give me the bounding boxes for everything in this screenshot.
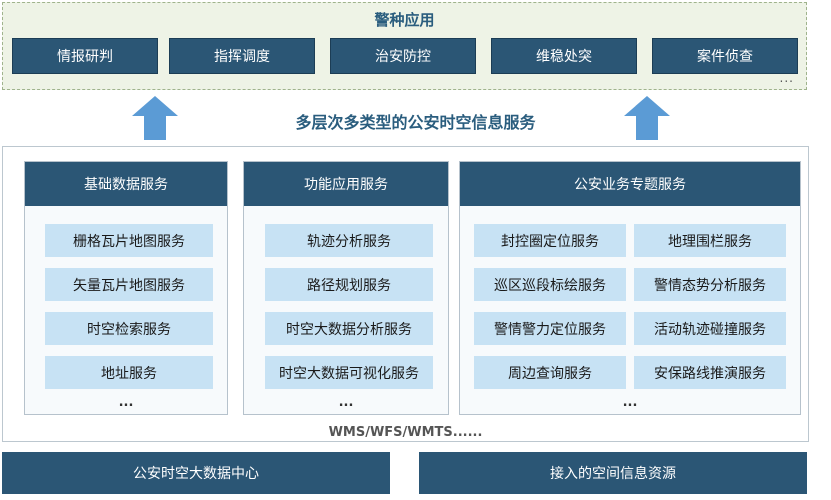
up-arrow-icon-right: [624, 96, 670, 140]
service-patrol-zone-plotting[interactable]: 巡区巡段标绘服务: [474, 268, 626, 301]
police-applications-panel: 警种应用 情报研判 指挥调度 治安防控 维稳处突 案件侦查 ...: [2, 2, 807, 90]
service-trajectory-collision[interactable]: 活动轨迹碰撞服务: [634, 312, 786, 345]
service-control-circle-location[interactable]: 封控圈定位服务: [474, 224, 626, 257]
police-services-more: ...: [622, 395, 638, 410]
functional-services-more: ...: [338, 395, 354, 410]
service-trajectory-analysis[interactable]: 轨迹分析服务: [265, 224, 433, 257]
app-intelligence-analysis[interactable]: 情报研判: [12, 38, 158, 74]
police-thematic-services-column: 公安业务专题服务 封控圈定位服务 巡区巡段标绘服务 警情警力定位服务 周边查询服…: [459, 161, 801, 415]
app-case-investigation[interactable]: 案件侦查: [652, 38, 798, 74]
service-situation-analysis[interactable]: 警情态势分析服务: [634, 268, 786, 301]
app-stability-emergency[interactable]: 维稳处突: [491, 38, 637, 74]
service-spatiotemporal-search[interactable]: 时空检索服务: [45, 312, 213, 345]
service-geofence[interactable]: 地理围栏服务: [634, 224, 786, 257]
service-raster-tile-map[interactable]: 栅格瓦片地图服务: [45, 224, 213, 257]
service-big-data-analysis[interactable]: 时空大数据分析服务: [265, 312, 433, 345]
basic-services-more: ...: [118, 395, 134, 410]
services-layer-label: 多层次多类型的公安时空信息服务: [295, 113, 536, 132]
app-public-security[interactable]: 治安防控: [330, 38, 476, 74]
applications-more: ...: [779, 71, 794, 85]
up-arrow-icon-left: [132, 96, 178, 140]
service-protocols-label: WMS/WFS/WMTS......: [328, 425, 483, 440]
service-vector-tile-map[interactable]: 矢量瓦片地图服务: [45, 268, 213, 301]
big-data-center-bar[interactable]: 公安时空大数据中心: [2, 452, 390, 494]
basic-data-services-header: 基础数据服务: [25, 162, 227, 206]
services-panel: 基础数据服务 栅格瓦片地图服务 矢量瓦片地图服务 时空检索服务 地址服务 ...…: [2, 146, 809, 442]
service-address[interactable]: 地址服务: [45, 356, 213, 389]
service-nearby-query[interactable]: 周边查询服务: [474, 356, 626, 389]
police-thematic-services-header: 公安业务专题服务: [460, 162, 800, 206]
service-security-route-simulation[interactable]: 安保路线推演服务: [634, 356, 786, 389]
service-police-force-location[interactable]: 警情警力定位服务: [474, 312, 626, 345]
applications-title: 警种应用: [374, 11, 435, 29]
app-command-dispatch[interactable]: 指挥调度: [169, 38, 315, 74]
functional-services-column: 功能应用服务 轨迹分析服务 路径规划服务 时空大数据分析服务 时空大数据可视化服…: [243, 161, 449, 415]
functional-services-header: 功能应用服务: [244, 162, 448, 206]
service-big-data-visualization[interactable]: 时空大数据可视化服务: [265, 356, 433, 389]
service-route-planning[interactable]: 路径规划服务: [265, 268, 433, 301]
spatial-info-resources-bar[interactable]: 接入的空间信息资源: [419, 452, 807, 494]
basic-data-services-column: 基础数据服务 栅格瓦片地图服务 矢量瓦片地图服务 时空检索服务 地址服务 ...: [24, 161, 228, 415]
